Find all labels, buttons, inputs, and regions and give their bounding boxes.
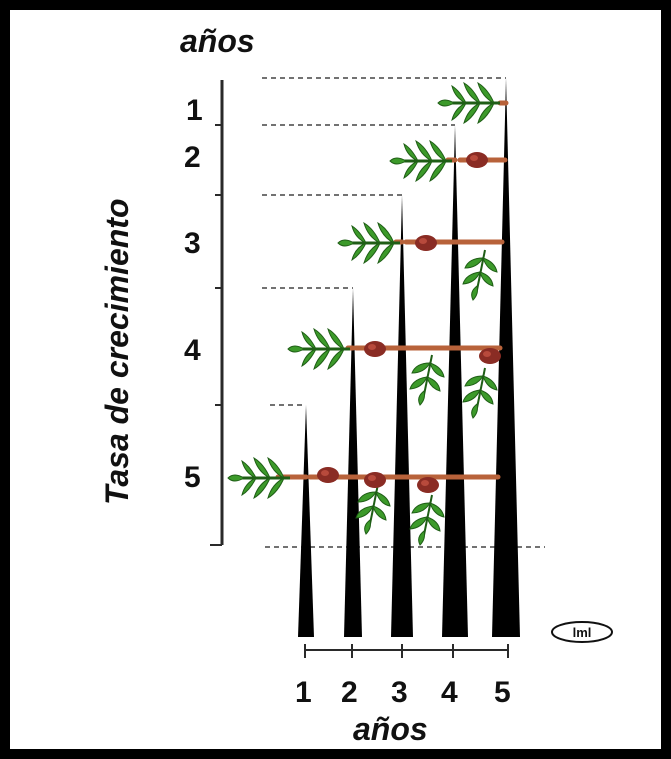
vertical-title: Tasa de crecimiento — [99, 199, 135, 506]
bottom-axis — [304, 644, 509, 658]
left-tick-1: 1 — [186, 94, 203, 127]
bottom-tick-2: 2 — [341, 676, 358, 709]
bottom-tick-3: 3 — [391, 676, 408, 709]
bottom-axis-label: años — [353, 711, 428, 747]
bottom-tick-5: 5 — [494, 676, 511, 709]
cut-marks — [317, 152, 501, 493]
lml-logo: lml — [551, 621, 613, 643]
trunks — [298, 78, 520, 637]
trunk-year-3 — [391, 195, 413, 637]
left-axis — [210, 80, 224, 546]
trunk-year-1 — [298, 405, 314, 637]
trunk-year-4 — [442, 125, 468, 637]
trunk-year-5 — [492, 78, 520, 637]
bottom-tick-4: 4 — [441, 676, 458, 709]
bottom-tick-1: 1 — [295, 676, 312, 709]
trunk-year-2 — [344, 288, 362, 637]
top-axis-label: años — [180, 23, 255, 59]
left-tick-3: 3 — [184, 227, 201, 260]
lml-logo-text: lml — [573, 625, 592, 640]
left-tick-5: 5 — [184, 461, 201, 494]
left-tick-2: 2 — [184, 141, 201, 174]
left-tick-4: 4 — [184, 334, 201, 367]
